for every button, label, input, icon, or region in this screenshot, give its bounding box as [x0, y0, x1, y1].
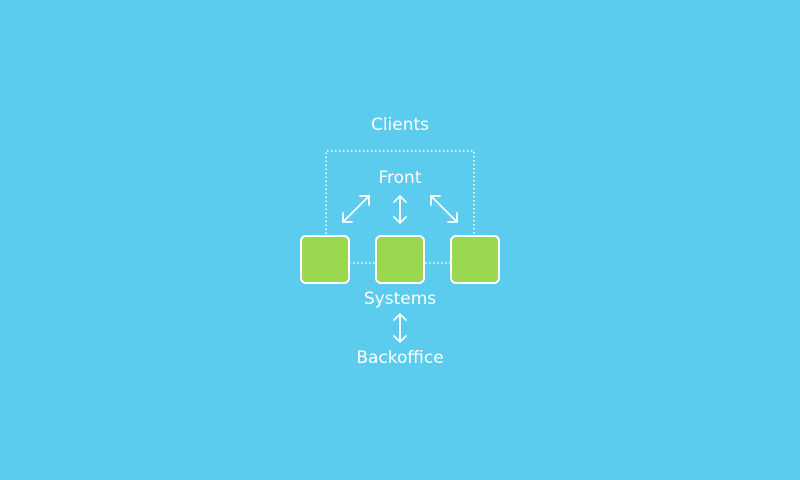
front-label: Front	[379, 168, 422, 188]
system-node-2	[375, 235, 425, 284]
system-node-3	[450, 235, 500, 284]
clients-label: Clients	[371, 115, 429, 135]
systems-label: Systems	[364, 289, 436, 309]
backoffice-label: Backoffice	[356, 348, 443, 368]
front-right-double-arrow-icon	[430, 195, 458, 223]
backoffice-double-arrow-icon	[393, 313, 407, 343]
front-center-double-arrow-icon	[393, 195, 407, 224]
front-left-double-arrow-icon	[342, 195, 370, 223]
clients-dotted-frame	[325, 150, 475, 238]
system-node-1	[300, 235, 350, 284]
